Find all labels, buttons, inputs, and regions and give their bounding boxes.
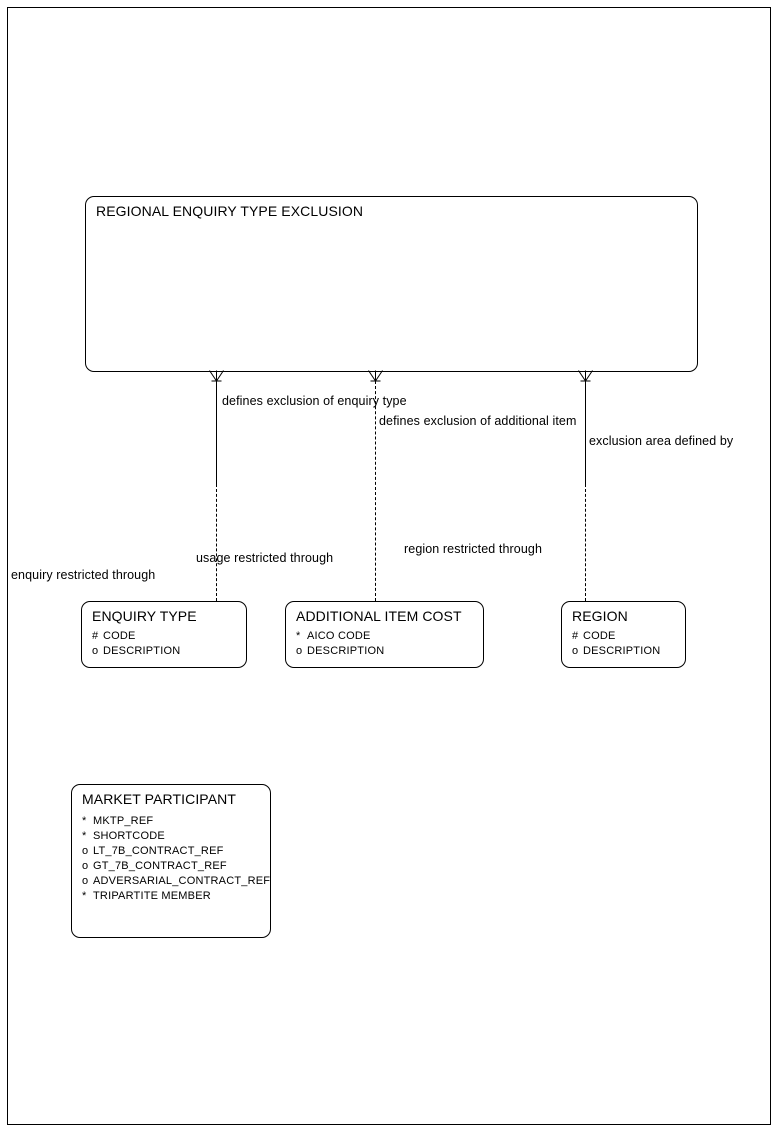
- attribute-label: MKTP_REF: [93, 815, 154, 827]
- relationship-label-enquiry-top: defines exclusion of enquiry type: [222, 394, 407, 408]
- entity-enquiry-type[interactable]: ENQUIRY TYPE # CODE o DESCRIPTION: [81, 601, 247, 668]
- attribute-row: # CODE: [92, 629, 246, 644]
- attribute-label: DESCRIPTION: [583, 645, 661, 657]
- attribute-list: * MKTP_REF * SHORTCODE o LT_7B_CONTRACT_REF…: [82, 814, 271, 904]
- attribute-row: o ADVERSARIAL_CONTRACT_REF: [82, 874, 271, 889]
- attribute-marker: o: [82, 860, 89, 872]
- entity-regional-enquiry-type-exclusion[interactable]: REGIONAL ENQUIRY TYPE EXCLUSION: [85, 196, 698, 372]
- entity-additional-item-cost[interactable]: ADDITIONAL ITEM COST * AICO CODE o DESCRIP…: [285, 601, 484, 668]
- attribute-row: o GT_7B_CONTRACT_REF: [82, 859, 270, 874]
- attribute-marker: *: [82, 815, 87, 827]
- attribute-marker: o: [82, 875, 89, 887]
- attribute-label: GT_7B_CONTRACT_REF: [93, 860, 227, 872]
- attribute-marker: #: [572, 630, 579, 642]
- relationship-label-additional-item-bottom: usage restricted through: [196, 551, 334, 565]
- attribute-row: * MKTP_REF: [82, 814, 270, 829]
- attribute-marker: *: [296, 630, 301, 642]
- page-border: [7, 7, 771, 1125]
- attribute-label: LT_7B_CONTRACT_REF: [93, 845, 224, 857]
- attribute-label: SHORTCODE: [93, 830, 165, 842]
- attribute-marker: *: [82, 890, 87, 902]
- entity-title: MARKET PARTICIPANT: [82, 791, 237, 807]
- entity-title: REGION: [572, 608, 628, 624]
- attribute-marker: o: [82, 845, 89, 857]
- relationship-label-region-bottom: region restricted through: [404, 542, 542, 556]
- entity-title: REGIONAL ENQUIRY TYPE EXCLUSION: [96, 203, 364, 219]
- relationship-line-enquiry-solid: [216, 381, 217, 484]
- attribute-marker: o: [92, 645, 99, 657]
- attribute-row: o LT_7B_CONTRACT_REF: [82, 844, 270, 859]
- attribute-row: o DESCRIPTION: [296, 644, 483, 659]
- attribute-list: * AICO CODE o DESCRIPTION: [296, 629, 483, 659]
- relationship-line-enquiry-dashed: [216, 484, 217, 601]
- relationship-label-region-top: exclusion area defined by: [589, 434, 734, 448]
- entity-title: ADDITIONAL ITEM COST: [296, 608, 462, 624]
- relationship-line-region-solid: [585, 381, 586, 484]
- relationship-label-enquiry-bottom: enquiry restricted through: [11, 568, 156, 582]
- attribute-row: o DESCRIPTION: [92, 644, 246, 659]
- relationship-line-region-dashed: [585, 484, 586, 601]
- attribute-row: * AICO CODE: [296, 629, 483, 644]
- entity-region[interactable]: REGION # CODE o DESCRIPTION: [561, 601, 686, 668]
- attribute-label: CODE: [103, 630, 136, 642]
- attribute-label: DESCRIPTION: [103, 645, 181, 657]
- attribute-marker: o: [572, 645, 579, 657]
- attribute-list: # CODE o DESCRIPTION: [572, 629, 685, 659]
- attribute-row: o DESCRIPTION: [572, 644, 685, 659]
- entity-title: ENQUIRY TYPE: [92, 608, 197, 624]
- attribute-marker: *: [82, 830, 87, 842]
- attribute-list: # CODE o DESCRIPTION: [92, 629, 246, 659]
- crowfoot-additional-item-cost: [368, 370, 383, 382]
- relationship-line-additional-item-dashed: [375, 381, 376, 601]
- relationship-label-additional-item-top: defines exclusion of additional item: [379, 414, 577, 428]
- attribute-label: TRIPARTITE MEMBER: [93, 890, 211, 902]
- attribute-marker: o: [296, 645, 303, 657]
- attribute-row: * TRIPARTITE MEMBER: [82, 889, 270, 904]
- attribute-label: AICO CODE: [307, 630, 371, 642]
- attribute-marker: #: [92, 630, 99, 642]
- attribute-label: ADVERSARIAL_CONTRACT_REF: [93, 875, 271, 887]
- attribute-row: * SHORTCODE: [82, 829, 270, 844]
- entity-market-participant[interactable]: MARKET PARTICIPANT * MKTP_REF * SHORTCODE …: [71, 784, 271, 938]
- attribute-label: CODE: [583, 630, 616, 642]
- attribute-row: # CODE: [572, 629, 685, 644]
- attribute-label: DESCRIPTION: [307, 645, 385, 657]
